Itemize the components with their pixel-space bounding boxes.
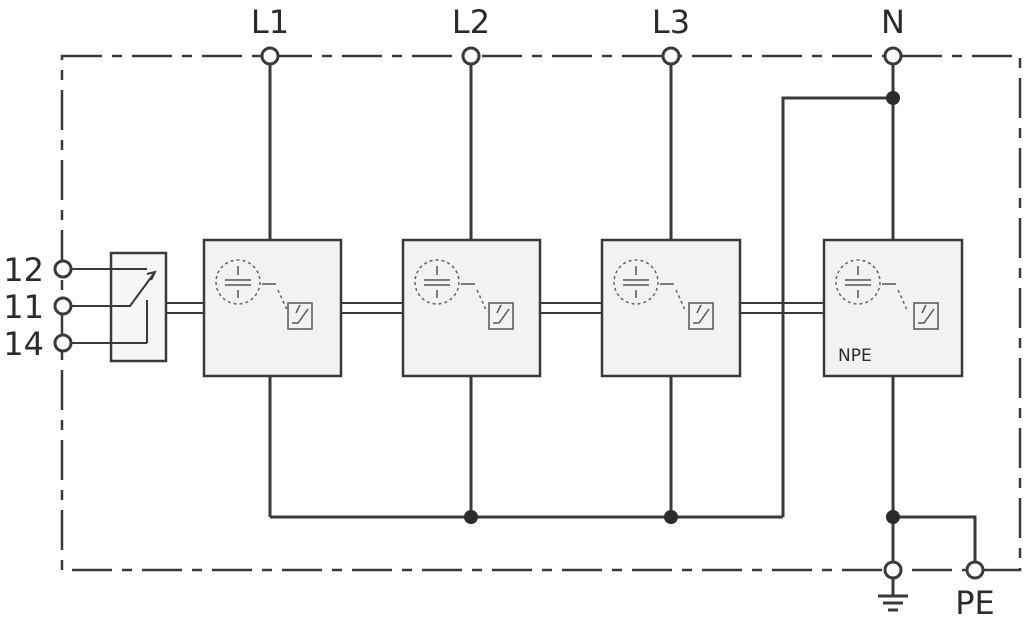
spark-gap-icon — [613, 259, 687, 313]
terminal-l3 — [661, 46, 681, 66]
wire-pe — [893, 515, 977, 562]
terminal-12 — [53, 259, 73, 279]
junction-pe — [886, 510, 900, 524]
terminal-ground — [883, 560, 903, 580]
terminal-11 — [53, 296, 73, 316]
label-pe: PE — [955, 584, 995, 622]
junction-n — [886, 91, 900, 105]
label-l2: L2 — [452, 3, 490, 41]
terminal-l2 — [461, 46, 481, 66]
spark-gap-icon — [215, 259, 289, 313]
spark-gap-icon — [835, 259, 909, 313]
terminal-14 — [53, 333, 73, 353]
label-l1: L1 — [251, 3, 289, 41]
terminal-n — [883, 46, 903, 66]
protection-module-l3 — [600, 238, 742, 378]
junction-l3 — [664, 510, 678, 524]
spark-gap-icon — [414, 259, 488, 313]
label-12: 12 — [3, 251, 44, 289]
terminal-pe — [965, 560, 985, 580]
protection-module-npe: NPE — [822, 238, 964, 378]
varistor-icon — [287, 302, 313, 330]
ground-icon — [878, 578, 908, 612]
varistor-icon — [913, 302, 939, 330]
varistor-icon — [488, 302, 514, 330]
label-14: 14 — [3, 325, 44, 363]
switch-contact-icon — [70, 251, 168, 363]
npe-module-label: NPE — [838, 346, 872, 366]
label-l3: L3 — [652, 3, 690, 41]
label-n: N — [881, 3, 905, 41]
remote-signal-linkage — [166, 302, 824, 314]
label-11: 11 — [3, 288, 44, 326]
junction-l2 — [464, 510, 478, 524]
wire-n-bypass — [781, 96, 893, 517]
terminal-l1 — [260, 46, 280, 66]
protection-module-l2 — [401, 238, 542, 378]
varistor-icon — [688, 302, 714, 330]
protection-module-l1 — [202, 238, 343, 378]
